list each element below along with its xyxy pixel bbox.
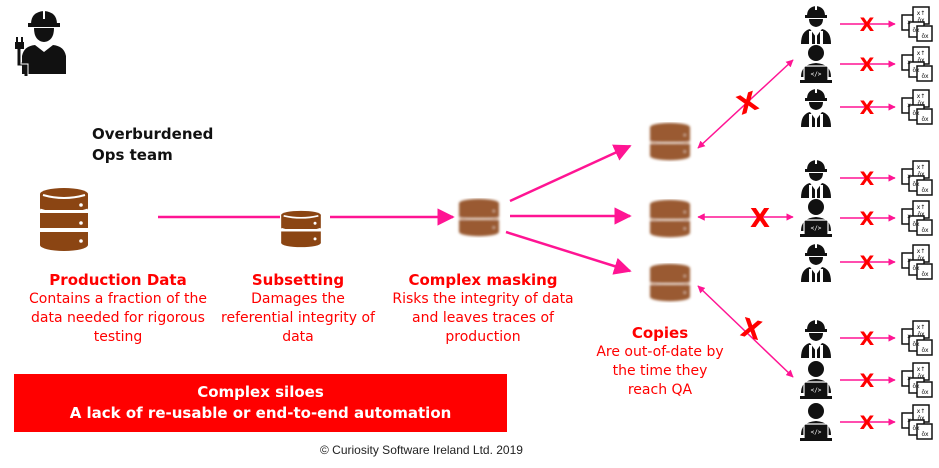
blocked-x-icon: X <box>860 370 875 392</box>
test-plan-icon <box>901 320 933 356</box>
team-row: X <box>799 198 933 238</box>
copy-database-icon-2 <box>650 200 690 237</box>
link-copy1-to-team1 <box>697 59 794 149</box>
test-plan-icon <box>901 46 933 82</box>
production-database-icon <box>39 187 89 251</box>
test-plan-icon <box>901 200 933 236</box>
blocked-x-icon: X <box>860 252 875 274</box>
developer-icon <box>799 402 833 442</box>
blocked-x-link2: X <box>750 204 770 234</box>
developer-icon <box>799 44 833 84</box>
team-row: X <box>799 402 933 442</box>
developer-icon <box>799 198 833 238</box>
blocked-x-icon: X <box>860 328 875 350</box>
engineer-icon <box>801 243 831 282</box>
blocked-x-icon: X <box>860 412 875 434</box>
developer-icon <box>799 360 833 400</box>
masking-database-icon <box>459 199 499 236</box>
team-row: X <box>801 159 933 198</box>
team-row: X <box>801 243 933 282</box>
test-plan-icon <box>901 160 933 196</box>
copy-database-icon-1 <box>650 123 690 160</box>
engineer-icon <box>801 159 831 198</box>
stage-subsetting: Subsetting Damages the referential integ… <box>221 271 375 345</box>
ops-engineer-icon <box>15 11 66 76</box>
team-row: X <box>799 360 933 400</box>
stage-production-data: Production Data Contains a fraction of t… <box>29 271 207 345</box>
ops-team-label: Overburdened Ops team <box>92 125 214 164</box>
team-row: X <box>801 5 933 44</box>
complex-siloes-banner: Complex siloes A lack of re-usable or en… <box>14 374 507 432</box>
link-copy3-to-team3 <box>697 285 794 378</box>
copy-database-icon-3 <box>650 264 690 301</box>
engineer-icon <box>801 319 831 358</box>
team-row: X <box>801 88 933 127</box>
stage-copies: Copies Are out-of-date by the time they … <box>596 324 724 398</box>
engineer-icon <box>801 88 831 127</box>
test-plan-icon <box>901 244 933 280</box>
test-plan-icon <box>901 404 933 440</box>
blocked-x-icon: X <box>860 168 875 190</box>
arrow-masking-to-copy-3 <box>505 230 632 275</box>
blocked-x-link3: X <box>737 313 764 347</box>
copyright-notice: © Curiosity Software Ireland Ltd. 2019 <box>320 443 523 457</box>
subsetting-database-icon <box>279 210 323 248</box>
engineer-icon <box>801 5 831 44</box>
blocked-x-icon: X <box>860 208 875 230</box>
blocked-x-icon: X <box>860 97 875 119</box>
team-row: X <box>799 44 933 84</box>
test-plan-icon <box>901 89 933 125</box>
test-plan-icon <box>901 6 933 42</box>
team-row: X <box>801 319 933 358</box>
blocked-x-icon: X <box>860 54 875 76</box>
test-plan-icon <box>901 362 933 398</box>
blocked-x-icon: X <box>860 14 875 36</box>
arrow-masking-to-copy-1 <box>509 144 632 203</box>
stage-complex-masking: Complex masking Risks the integrity of d… <box>392 271 574 345</box>
